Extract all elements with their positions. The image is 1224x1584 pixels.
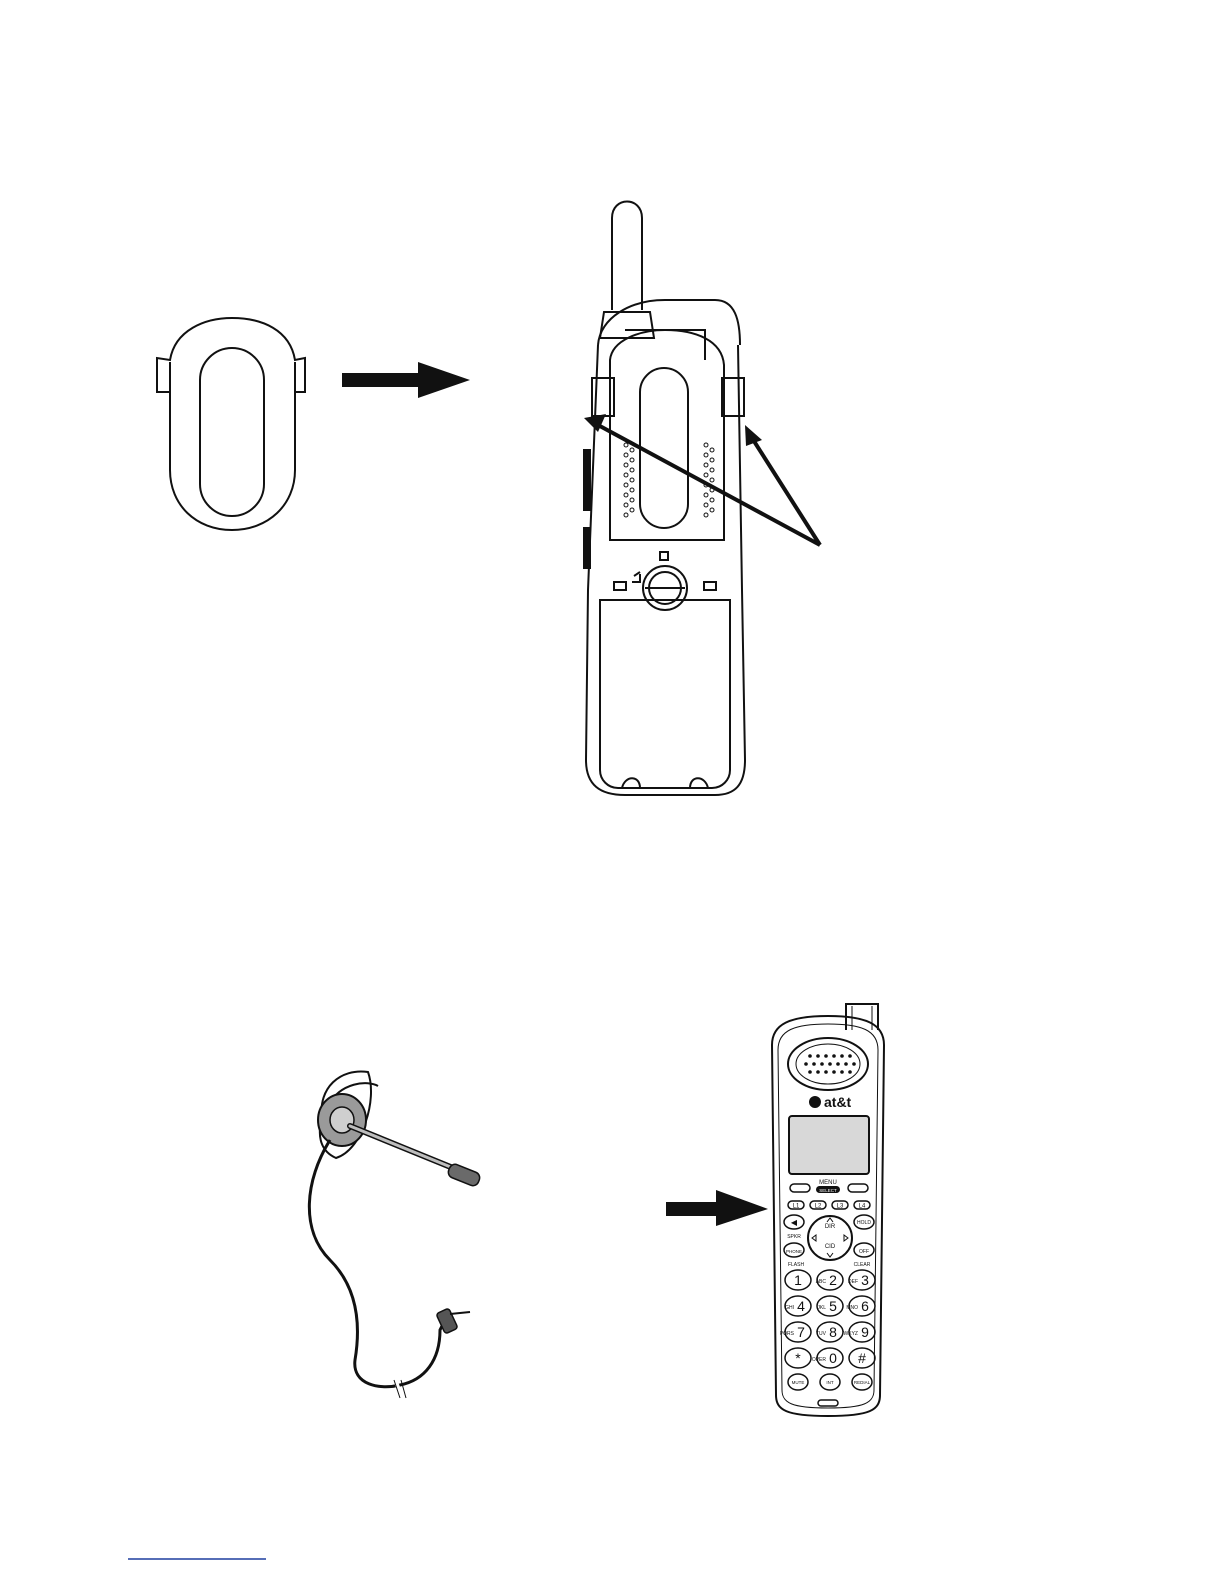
speaker-key-icon: ◀ xyxy=(791,1218,798,1227)
bottom-key-label: MUTE xyxy=(792,1380,805,1385)
line-key-l2: L2 xyxy=(810,1201,826,1210)
line-key-label: L4 xyxy=(859,1204,866,1210)
line-key-l4: L4 xyxy=(854,1201,870,1210)
bottom-key-mute: MUTE xyxy=(788,1374,808,1390)
keypad-digit: 1 xyxy=(794,1272,802,1288)
speaker-holes-left xyxy=(624,443,634,517)
clear-label: CLEAR xyxy=(854,1262,871,1268)
headset xyxy=(309,1071,481,1398)
nav-cid-label: CID xyxy=(825,1244,836,1250)
keypad-digit: 6 xyxy=(861,1298,869,1314)
keypad-letters: PQRS xyxy=(780,1331,795,1337)
keypad-digit: 3 xyxy=(861,1272,869,1288)
nav-dir-label: DIR xyxy=(825,1224,836,1230)
keypad-letters: ABC xyxy=(816,1279,827,1285)
handset-front: at&t MENU SELECT L1 L2 L3 L4 DIR CID ◀ HOLD… xyxy=(772,1004,884,1416)
handset-back xyxy=(584,202,745,796)
keypad-letters: GHI xyxy=(785,1305,794,1311)
keypad-digit: 7 xyxy=(797,1324,805,1340)
flash-label: FLASH xyxy=(788,1262,805,1268)
attach-arrow-icon xyxy=(342,362,470,398)
line-key-l3: L3 xyxy=(832,1201,848,1210)
keypad-letters: JKL xyxy=(817,1305,826,1311)
tab-pointer-arrows-icon xyxy=(584,414,820,545)
keypad-letters: DEF xyxy=(848,1279,858,1285)
off-key-label: OFF xyxy=(859,1249,869,1255)
keypad-digit: 8 xyxy=(829,1324,837,1340)
keypad-digit: 4 xyxy=(797,1298,805,1314)
keypad-digit: 0 xyxy=(829,1350,837,1366)
line-key-label: L2 xyxy=(815,1204,822,1210)
keypad-key-pound: # xyxy=(849,1348,875,1368)
bottom-key-label: REDIAL xyxy=(854,1380,871,1385)
keypad-digit: 2 xyxy=(829,1272,837,1288)
connect-arrow-icon xyxy=(666,1190,768,1226)
att-globe-icon xyxy=(809,1096,821,1108)
keypad-letters: MNO xyxy=(846,1305,858,1311)
brand-logo-text: at&t xyxy=(824,1094,852,1110)
keypad-digit: # xyxy=(858,1350,866,1366)
phone-key-label: PHONE xyxy=(786,1249,802,1254)
line-key-l1: L1 xyxy=(788,1201,804,1210)
select-label: SELECT xyxy=(819,1188,837,1193)
bottom-key-int: INT xyxy=(820,1374,840,1390)
keypad-digit: 9 xyxy=(861,1324,869,1340)
keypad-letters: TUV xyxy=(816,1331,827,1337)
keypad-digit: * xyxy=(795,1350,801,1366)
spkr-label: SPKR xyxy=(787,1234,801,1240)
line-key-label: L1 xyxy=(793,1204,800,1210)
hold-key-label: HOLD xyxy=(857,1220,871,1226)
bottom-key-redial: REDIAL xyxy=(852,1374,872,1390)
line-key-label: L3 xyxy=(837,1204,844,1210)
keypad-letters: OPER xyxy=(812,1357,827,1363)
belt-clip xyxy=(157,318,305,530)
keypad-key-1: 1 xyxy=(785,1270,811,1290)
keypad-letters: WXYZ xyxy=(844,1331,858,1337)
bottom-key-label: INT xyxy=(826,1380,834,1385)
keypad-key-star: * xyxy=(785,1348,811,1368)
keypad-digit: 5 xyxy=(829,1298,837,1314)
menu-label: MENU xyxy=(819,1180,837,1186)
speaker-holes-right xyxy=(704,443,714,517)
